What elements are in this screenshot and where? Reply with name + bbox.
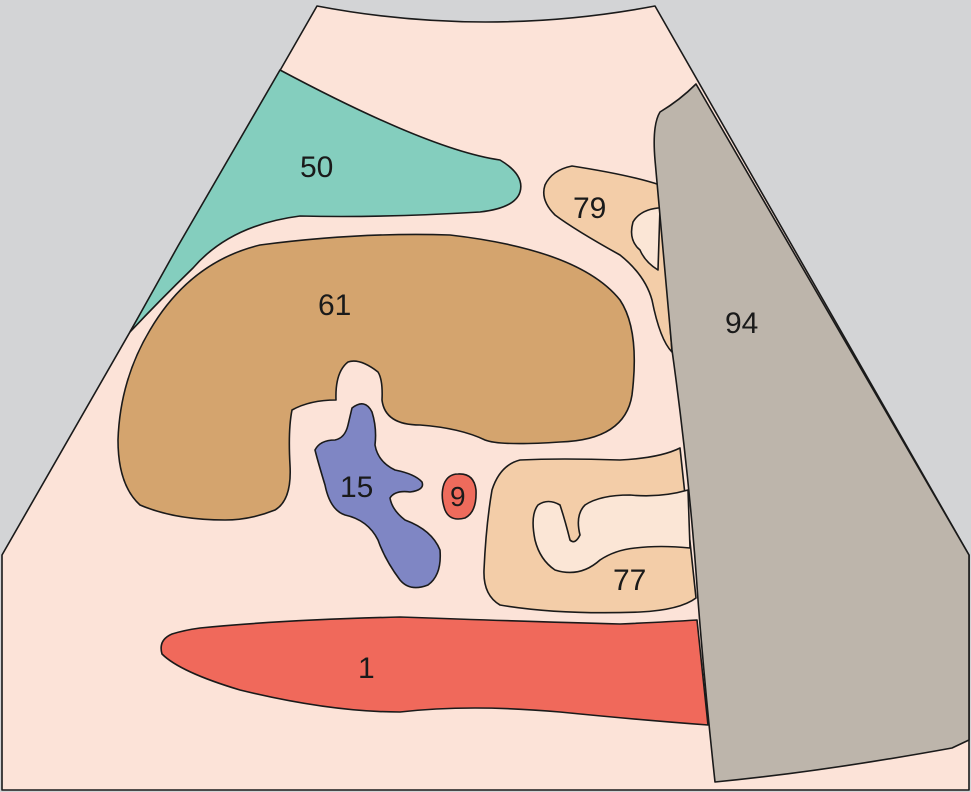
- label-77: 77: [613, 564, 646, 597]
- region-61: [117, 233, 636, 521]
- label-50: 50: [300, 151, 333, 184]
- region-15: [314, 403, 442, 589]
- label-79: 79: [573, 192, 606, 225]
- label-94: 94: [725, 307, 758, 340]
- region-77-inner: [532, 489, 691, 574]
- label-9: 9: [450, 481, 466, 512]
- region-9: [441, 473, 477, 520]
- region-1: [160, 616, 709, 726]
- region-79-inner: [630, 207, 661, 271]
- region-50: [129, 69, 522, 333]
- label-61: 61: [318, 289, 351, 322]
- label-15: 15: [340, 471, 373, 504]
- label-1: 1: [358, 652, 375, 685]
- region-94: [653, 83, 970, 783]
